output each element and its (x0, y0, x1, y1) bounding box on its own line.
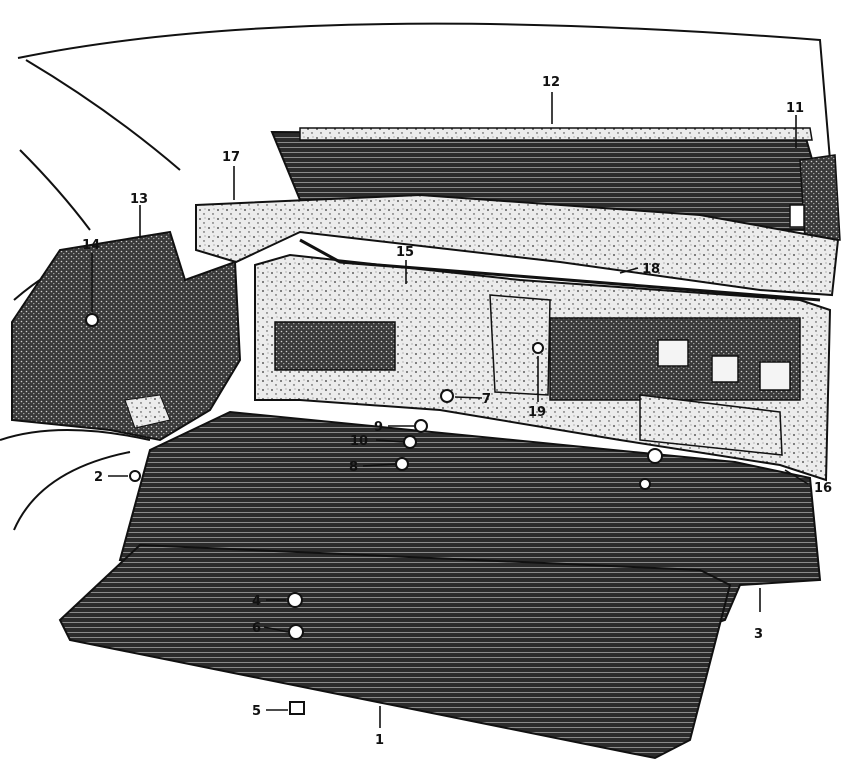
bolt-19 (532, 342, 544, 354)
lid-corner-bracket (789, 154, 841, 241)
callout-15: 15 (396, 245, 414, 260)
callout-5: 5 (252, 704, 261, 719)
callout-2: 2 (94, 470, 103, 485)
rear-crossmember (195, 193, 840, 297)
callout-12: 12 (542, 75, 560, 90)
callout-13: 13 (130, 192, 148, 207)
callout-6: 6 (252, 621, 261, 636)
callout-10: 10 (350, 434, 368, 449)
callout-labels: 1 2 3 4 5 6 7 8 9 10 11 12 13 14 15 16 1… (82, 75, 832, 748)
trunk-mat (58, 543, 732, 760)
callout-18: 18 (642, 262, 660, 277)
plug-14 (85, 313, 99, 327)
callout-9: 9 (374, 420, 383, 435)
callout-19: 19 (528, 405, 546, 420)
clip-5 (289, 701, 305, 715)
body-outline (0, 22, 831, 531)
washer-10 (403, 435, 417, 449)
leader-lines (91, 92, 809, 728)
callout-16: 16 (814, 481, 832, 496)
callout-17: 17 (222, 150, 240, 165)
callout-7: 7 (482, 392, 491, 407)
clip-7 (440, 389, 454, 403)
bumper-6 (288, 624, 304, 640)
callout-1: 1 (375, 733, 384, 748)
side-trim-panel (11, 230, 242, 442)
rear-back-panel (254, 238, 832, 482)
callout-11: 11 (786, 101, 804, 116)
fastener-2 (129, 470, 141, 482)
grommet-rear (647, 448, 663, 464)
callout-8: 8 (349, 460, 358, 475)
callout-4: 4 (252, 594, 261, 609)
bumper-4 (287, 592, 303, 608)
grommet-8 (395, 457, 409, 471)
bolt-rear (639, 478, 651, 490)
screw-9 (414, 419, 428, 433)
hardware-parts (85, 313, 663, 715)
callout-3: 3 (754, 627, 763, 642)
callout-14: 14 (82, 238, 100, 253)
